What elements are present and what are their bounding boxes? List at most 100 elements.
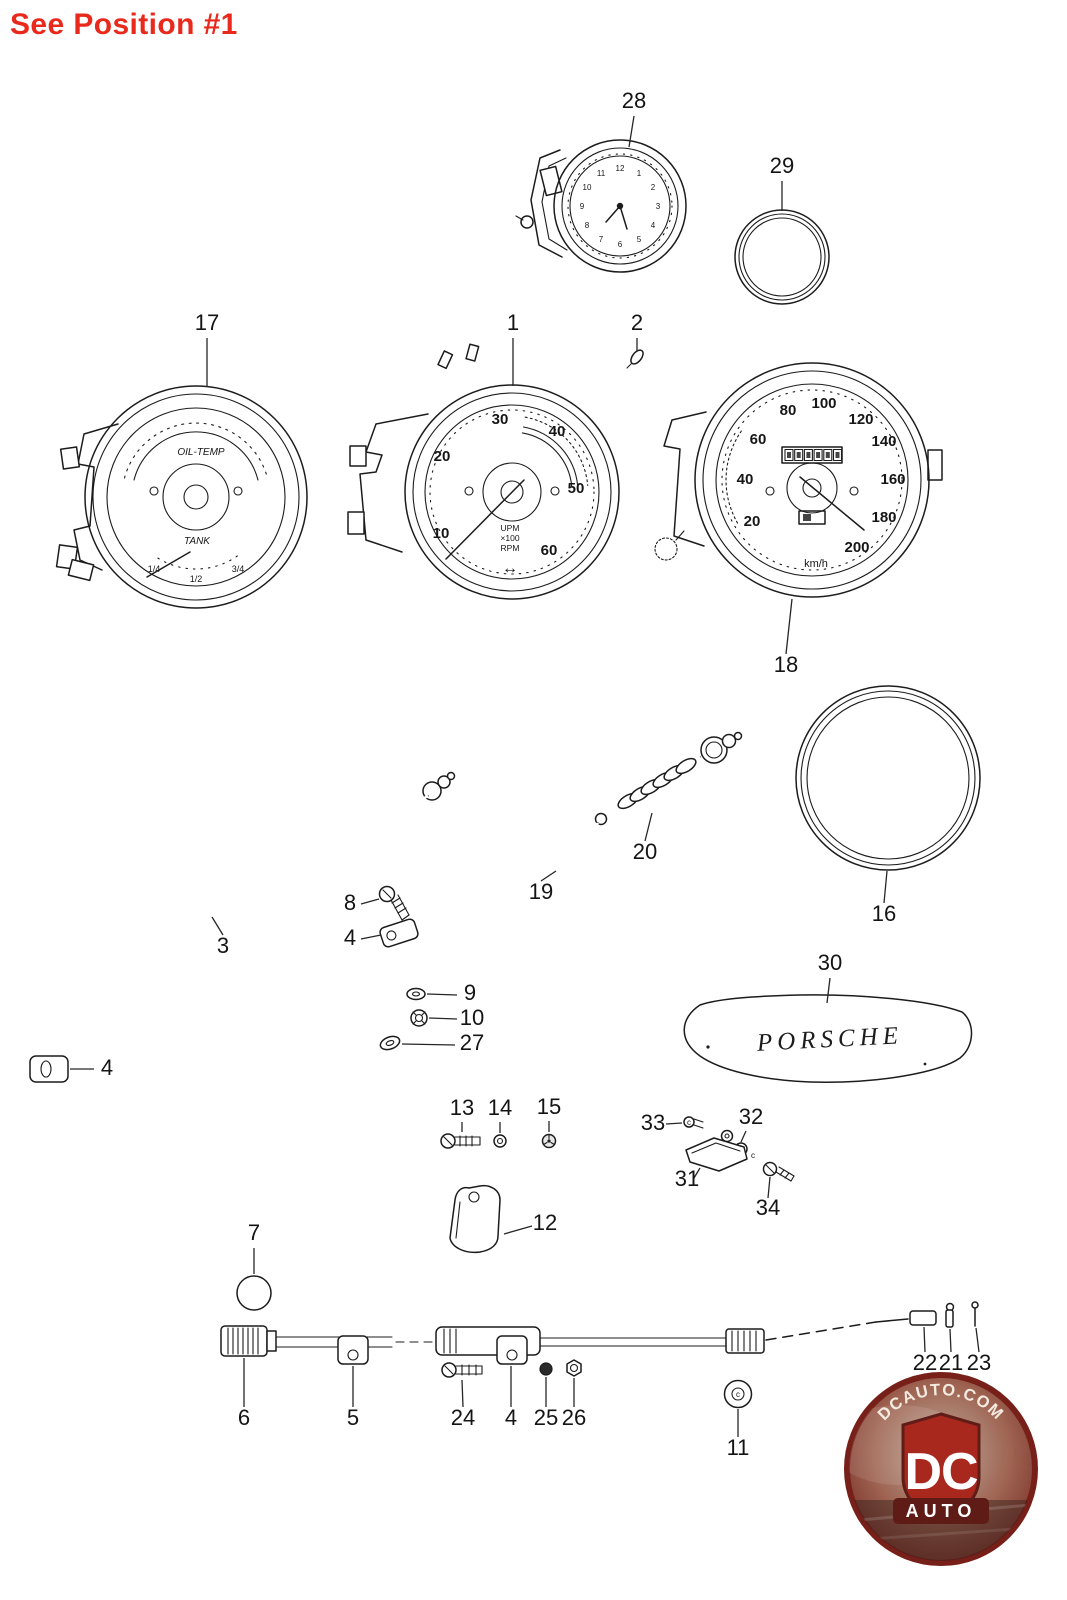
callout-31: 31 [675, 1166, 699, 1191]
clock-number: 4 [651, 221, 656, 230]
c-mark: c [751, 1151, 755, 1160]
callout-32: 32 [739, 1104, 763, 1129]
callout-33: 33 [641, 1110, 665, 1135]
callout-13: 13 [450, 1095, 474, 1120]
clock-number: 12 [616, 164, 625, 173]
callout-4c: 4 [505, 1405, 517, 1430]
sleeve-22 [909, 1310, 937, 1326]
position-note: See Position #1 [10, 8, 238, 41]
cable-clamp-4-mid [379, 918, 419, 948]
tachometer-gauge: 10 20 30 40 50 60 UPM ×100 RPM ↔ [347, 343, 644, 600]
callout-12: 12 [533, 1210, 557, 1235]
callout-4b: 4 [101, 1055, 113, 1080]
clock-minute-hand [619, 205, 628, 230]
washer-9 [406, 987, 426, 1001]
callout-18: 18 [774, 652, 798, 677]
fuel-mark: 1/2 [190, 574, 203, 584]
cable-coupling-20 [605, 731, 743, 817]
grommet-11: c [723, 1379, 753, 1409]
callout-14: 14 [488, 1095, 512, 1120]
callout-11: 11 [727, 1435, 750, 1460]
seal-ring-16 [795, 685, 981, 871]
nut-14 [493, 1134, 507, 1148]
tach-needle [445, 479, 525, 560]
dcauto-watermark-logo: DCAUTO.COM DC AUTO [844, 1372, 1038, 1566]
clock-number: 3 [656, 202, 661, 211]
push-nut-15 [541, 1133, 557, 1149]
washer-27 [379, 1035, 401, 1051]
clock-number: 8 [585, 221, 590, 230]
clock-number: 9 [580, 202, 585, 211]
clock-number: 5 [637, 235, 642, 244]
porsche-script-emblem: PORSCHE [683, 994, 973, 1083]
callout-25: 25 [534, 1405, 558, 1430]
callout-9: 9 [464, 980, 476, 1005]
lower-cable-assembly [220, 1301, 979, 1378]
tach-number: 50 [568, 480, 585, 497]
speedo-number: 140 [871, 433, 896, 450]
speedo-number: 40 [737, 471, 754, 488]
pin-21 [945, 1302, 955, 1328]
tach-number: 20 [434, 448, 451, 465]
bulb-part-2 [630, 349, 644, 365]
clock-number: 11 [597, 169, 606, 178]
trip-reset-knob [654, 537, 678, 561]
fuel-needle [146, 551, 191, 578]
c-mark: c [687, 1118, 691, 1127]
screw-33: c [683, 1116, 704, 1129]
clock-number: 7 [599, 235, 604, 244]
speedo-number: 160 [880, 471, 905, 488]
clock-number: 6 [618, 240, 623, 249]
callout-30: 30 [818, 950, 842, 975]
callout-17: 17 [195, 310, 219, 335]
callout-2: 2 [631, 310, 643, 335]
cable-clamp-4-left [29, 1055, 69, 1083]
bezel-ring-29 [734, 209, 830, 305]
callout-19: 19 [529, 879, 553, 904]
watermark-auto-text: AUTO [906, 1501, 977, 1521]
speedo-number: 80 [780, 402, 797, 419]
clock-number: 2 [651, 183, 656, 192]
callout-6: 6 [238, 1405, 250, 1430]
combo-bottom-label: TANK [184, 536, 211, 547]
tach-arrow-symbol: ↔ [502, 560, 518, 577]
speedo-number: 20 [744, 513, 761, 530]
fuel-mark: 3/4 [232, 564, 245, 574]
callout-16: 16 [872, 901, 896, 926]
tach-center-text: UPM [501, 523, 520, 533]
tach-number: 60 [541, 542, 558, 559]
callout-27: 27 [460, 1030, 484, 1055]
tachometer-cable-3 [29, 771, 456, 1343]
screw-8 [378, 885, 410, 921]
callout-20: 20 [633, 839, 657, 864]
speedo-number: 120 [848, 411, 873, 428]
pin-23 [971, 1301, 979, 1327]
callout-29: 29 [770, 153, 794, 178]
tach-number: 30 [492, 411, 509, 428]
watermark-band [893, 1498, 989, 1524]
callout-21: 21 [939, 1350, 963, 1375]
tach-number: 10 [433, 525, 450, 542]
callout-28: 28 [622, 88, 646, 113]
callout-7: 7 [248, 1220, 260, 1245]
callout-10: 10 [460, 1005, 484, 1030]
watermark-dc-text: DC [904, 1443, 978, 1501]
tach-center-text: ×100 [500, 533, 519, 543]
speedo-number: 100 [811, 395, 836, 412]
c-mark: c [736, 1390, 740, 1399]
callout-15: 15 [537, 1094, 561, 1119]
screw-34 [762, 1161, 795, 1182]
combo-top-label: OIL-TEMP [177, 447, 225, 458]
nut-25 [539, 1362, 553, 1376]
clock-number: 10 [583, 183, 592, 192]
speedo-number: 180 [871, 509, 896, 526]
knob-7 [236, 1275, 272, 1311]
callout-5: 5 [347, 1405, 359, 1430]
callout-22: 22 [913, 1350, 937, 1375]
speedo-unit: km/h [804, 558, 828, 570]
tach-number: 40 [549, 423, 566, 440]
screw-13 [440, 1133, 481, 1149]
speedo-number: 200 [844, 539, 869, 556]
